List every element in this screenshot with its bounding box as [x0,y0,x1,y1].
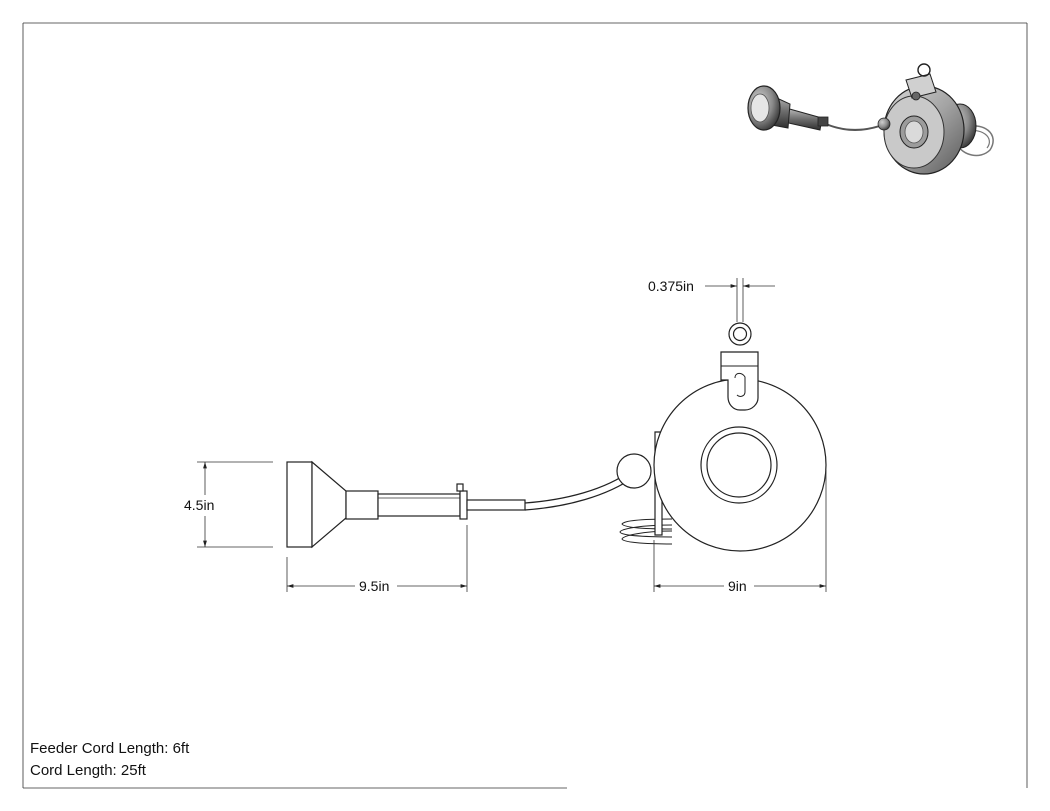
note-feeder-cord: Feeder Cord Length: 6ft [30,740,190,757]
dim-reel-width-label: 9in [728,578,747,594]
feeder-cord [524,469,633,504]
cord-sleeve [466,499,526,511]
handle-tube [377,493,461,517]
plug-neck [345,490,379,520]
cord-reel-front-view [616,322,827,552]
dim-height: 4.5in [184,461,273,548]
dim-cord-length: 9.5in [286,525,468,594]
cord-reel-isometric-icon [747,63,994,175]
dim-reel-width: 9in [653,470,827,594]
handle-collar [459,490,468,520]
plug-handle-assembly [286,460,526,549]
dim-height-label: 4.5in [184,497,214,513]
sheet-border [22,22,1028,789]
plug-end-cap [286,461,313,548]
note-cord-length: Cord Length: 25ft [30,762,147,779]
dim-ring-gap-label: 0.375in [648,278,694,294]
dim-ring-gap: 0.375in [648,278,775,322]
dim-cord-length-label: 9.5in [359,578,389,594]
plug-cone [311,460,347,549]
cord-stop-ball [616,453,652,489]
